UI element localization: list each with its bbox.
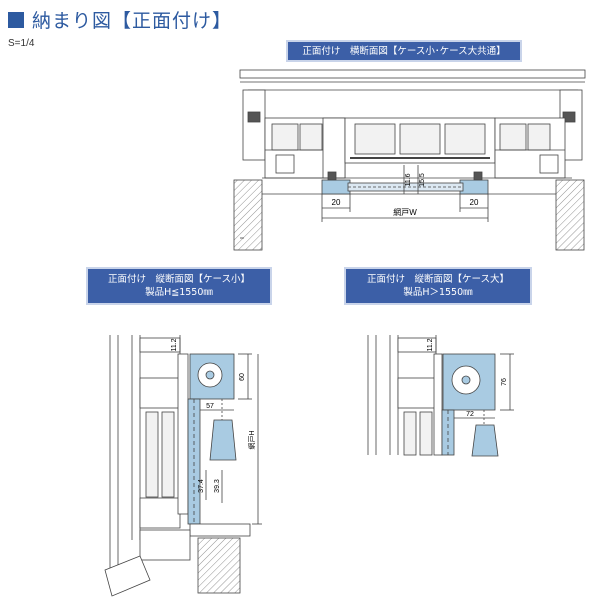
dim-vl-top: 11.2 <box>427 338 434 351</box>
label-vertical-large-line2: 製品H＞1550㎜ <box>403 287 473 298</box>
label-vertical-small-line1: 正面付け 縦断面図【ケース小】 <box>107 274 251 285</box>
label-vertical-large-line1: 正面付け 縦断面図【ケース大】 <box>366 274 510 285</box>
dim-vs-bottom2: 39.3 <box>214 479 221 493</box>
horizontal-section <box>233 69 586 251</box>
dim-vl-depth: 72 <box>466 411 474 418</box>
label-vertical-large: 正面付け 縦断面図【ケース大】 製品H＞1550㎜ <box>344 267 532 305</box>
page-title: 納まり図【正面付け】 <box>32 10 233 32</box>
dim-vs-depth: 57 <box>206 403 214 410</box>
dim-h-inner1: 11.6 <box>405 173 412 186</box>
dim-vs-case: 60 <box>239 373 246 381</box>
dim-vl-case: 76 <box>501 378 508 386</box>
title-square-icon <box>8 11 24 28</box>
dim-h-left: 20 <box>332 198 341 207</box>
label-horizontal-text: 正面付け 横断面図【ケース小･ケース大共通】 <box>302 45 506 57</box>
dim-vs-height: 網戸H <box>247 430 256 449</box>
dim-vs-bottom1: 37.4 <box>198 479 205 493</box>
label-vertical-small: 正面付け 縦断面図【ケース小】 製品H≦1550㎜ <box>86 267 272 305</box>
scale-label: S=1/4 <box>8 38 35 49</box>
dim-vs-top: 11.2 <box>171 338 178 351</box>
vertical-section-small <box>104 335 262 597</box>
page-header: 納まり図【正面付け】 <box>8 6 232 33</box>
label-horizontal-section: 正面付け 横断面図【ケース小･ケース大共通】 <box>286 40 522 62</box>
dim-h-width: 網戸W <box>393 207 417 217</box>
vertical-section-large <box>367 335 514 457</box>
dim-h-right: 20 <box>470 198 479 207</box>
label-vertical-small-line2: 製品H≦1550㎜ <box>145 287 213 298</box>
dim-h-inner2: 15.5 <box>419 173 426 187</box>
